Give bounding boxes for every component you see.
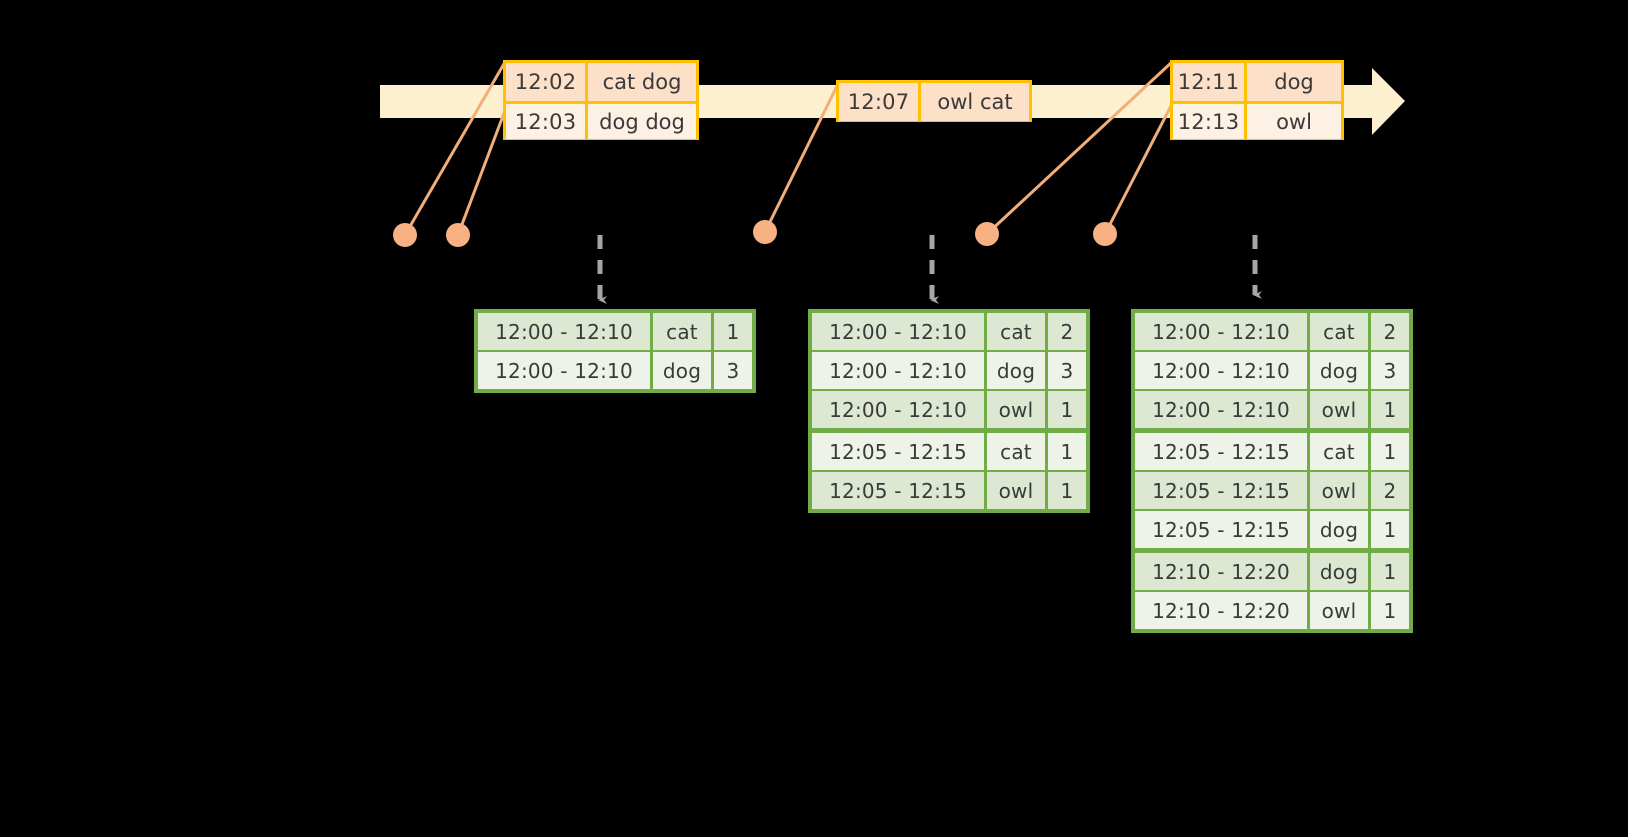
event-words: cat dog xyxy=(602,70,682,94)
window-range-cell: 12:05 - 12:15 xyxy=(1135,511,1307,548)
window-range-cell: 12:05 - 12:15 xyxy=(1135,433,1307,470)
connector-dot-3-line xyxy=(763,83,840,233)
event-time: 12:11 xyxy=(1173,63,1247,101)
window-range-cell: 12:05 - 12:15 xyxy=(1135,472,1307,509)
count-cell: 1 xyxy=(1048,391,1086,428)
event-time: 12:03 xyxy=(506,104,588,139)
count-cell: 2 xyxy=(1371,313,1409,350)
count-cell: 1 xyxy=(1371,511,1409,548)
window-range-cell: 12:05 - 12:15 xyxy=(812,433,984,470)
count-cell: 3 xyxy=(714,352,752,389)
count-cell: 3 xyxy=(1048,352,1086,389)
word-key-cell: cat xyxy=(1310,433,1368,470)
word-key-cell: cat xyxy=(653,313,711,350)
window-range-cell: 12:05 - 12:15 xyxy=(812,472,984,509)
word-key-cell: cat xyxy=(987,433,1045,470)
count-cell: 1 xyxy=(1048,433,1086,470)
connector-dot-2-line xyxy=(456,99,511,236)
count-cell: 1 xyxy=(1371,592,1409,629)
word-key-cell: dog xyxy=(653,352,711,389)
window-range-cell: 12:00 - 12:10 xyxy=(812,391,984,428)
window-range-cell: 12:00 - 12:10 xyxy=(812,313,984,350)
count-cell: 3 xyxy=(1371,352,1409,389)
connector-dot-5 xyxy=(1093,222,1117,246)
event-box-2[interactable]: 12:07 owl cat xyxy=(836,80,1032,122)
window-range-cell: 12:00 - 12:10 xyxy=(1135,352,1307,389)
event-time: 12:13 xyxy=(1173,104,1247,139)
word-key-cell: dog xyxy=(987,352,1045,389)
event-time: 12:02 xyxy=(506,63,588,101)
connector-dot-2 xyxy=(446,223,470,247)
dashed-arrows-group xyxy=(597,235,1262,304)
connector-dots-group xyxy=(393,220,1117,247)
event-box-1[interactable]: 12:02 cat dog 12:03 dog dog xyxy=(503,60,699,140)
event-words: owl cat xyxy=(937,90,1013,114)
count-cell: 2 xyxy=(1371,472,1409,509)
event-row: 12:03 dog dog xyxy=(506,101,696,139)
word-key-cell: dog xyxy=(1310,352,1368,389)
word-key-cell: owl xyxy=(987,472,1045,509)
count-cell: 1 xyxy=(1371,433,1409,470)
word-key-cell: owl xyxy=(987,391,1045,428)
event-box-3[interactable]: 12:11 dog 12:13 owl xyxy=(1170,60,1344,140)
count-cell: 1 xyxy=(1371,391,1409,428)
word-key-cell: dog xyxy=(1310,553,1368,590)
word-key-cell: dog xyxy=(1310,511,1368,548)
event-words: dog xyxy=(1274,70,1314,94)
connector-dot-4 xyxy=(975,222,999,246)
window-range-cell: 12:10 - 12:20 xyxy=(1135,553,1307,590)
connector-dot-3 xyxy=(753,220,777,244)
window-range-cell: 12:00 - 12:10 xyxy=(1135,391,1307,428)
window-range-cell: 12:00 - 12:10 xyxy=(1135,313,1307,350)
event-words: dog dog xyxy=(599,109,685,134)
count-cell: 1 xyxy=(714,313,752,350)
event-words: owl xyxy=(1276,109,1312,134)
event-row: 12:11 dog xyxy=(1173,63,1341,101)
window-range-cell: 12:10 - 12:20 xyxy=(1135,592,1307,629)
connector-dot-1 xyxy=(393,223,417,247)
connector-dot-1-line xyxy=(403,61,507,236)
window-range-cell: 12:00 - 12:10 xyxy=(478,352,650,389)
window-range-cell: 12:00 - 12:10 xyxy=(478,313,650,350)
event-row: 12:07 owl cat xyxy=(839,83,1029,121)
count-cell: 1 xyxy=(1371,553,1409,590)
word-key-cell: owl xyxy=(1310,472,1368,509)
word-key-cell: cat xyxy=(987,313,1045,350)
count-cell: 2 xyxy=(1048,313,1086,350)
connector-dot-5-line xyxy=(1103,99,1176,235)
event-time: 12:07 xyxy=(839,83,921,121)
event-row: 12:02 cat dog xyxy=(506,63,696,101)
count-cell: 1 xyxy=(1048,472,1086,509)
event-row: 12:13 owl xyxy=(1173,101,1341,139)
word-key-cell: owl xyxy=(1310,391,1368,428)
window-range-cell: 12:00 - 12:10 xyxy=(812,352,984,389)
word-key-cell: cat xyxy=(1310,313,1368,350)
word-key-cell: owl xyxy=(1310,592,1368,629)
